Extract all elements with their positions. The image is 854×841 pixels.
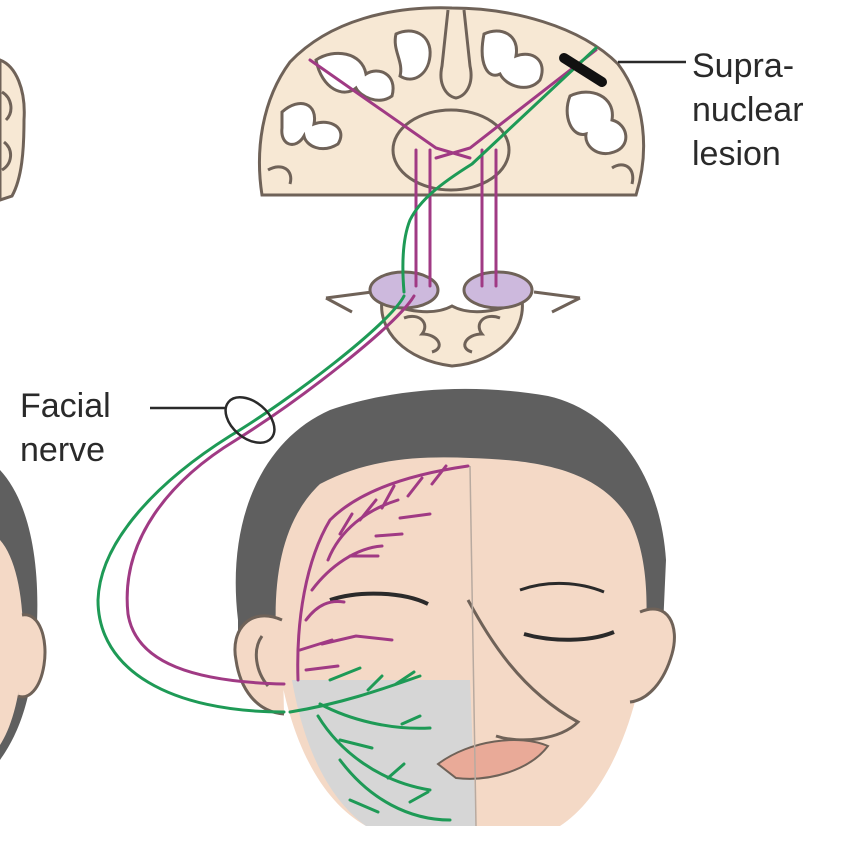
right-facial-nucleus bbox=[464, 272, 532, 308]
brainstem-section bbox=[326, 272, 580, 366]
facial-nerve-label: Facial nerve bbox=[20, 384, 111, 472]
left-edge-brain-partial bbox=[0, 60, 24, 200]
left-edge-face-partial bbox=[0, 470, 45, 760]
label-line: lesion bbox=[692, 132, 804, 176]
label-line: Facial bbox=[20, 384, 111, 428]
brain-coronal-section bbox=[259, 8, 643, 195]
supranuclear-lesion-label: Supra- nuclear lesion bbox=[692, 44, 804, 176]
label-line: nerve bbox=[20, 428, 111, 472]
facial-nerve-pointer bbox=[150, 388, 283, 452]
label-line: nuclear bbox=[692, 88, 804, 132]
label-line: Supra- bbox=[692, 44, 804, 88]
